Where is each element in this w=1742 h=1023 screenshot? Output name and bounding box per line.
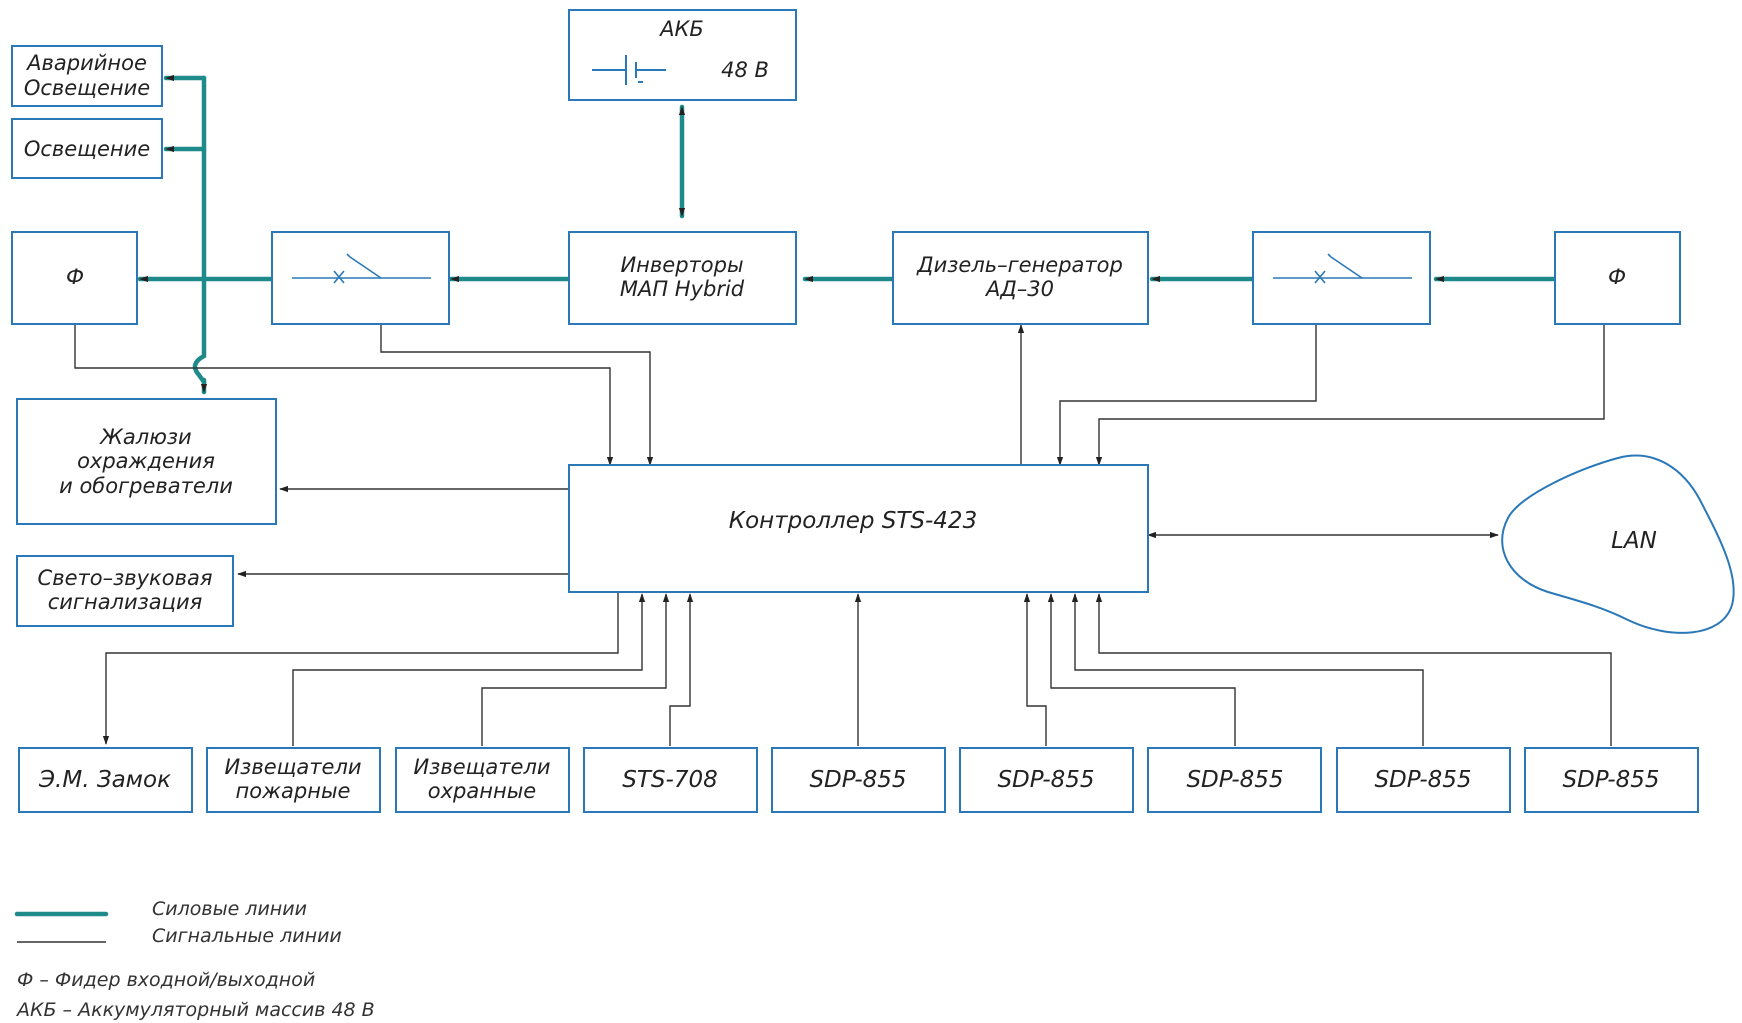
- bottom-device-sdp855-3: SDP-855: [1147, 747, 1322, 813]
- bottom-device-sts708: STS-708: [583, 747, 758, 813]
- sdp855-3-label: SDP-855: [1186, 767, 1283, 793]
- sdp855-1-label: SDP-855: [809, 767, 906, 793]
- battery-block: АКБ 48 В: [568, 9, 797, 101]
- bottom-device-sdp855-2: SDP-855: [959, 747, 1134, 813]
- signal-switch-left-to-controller: [380, 324, 654, 466]
- emergency-lighting-line1: Аварийное: [25, 51, 147, 75]
- signal-sts708: [669, 593, 694, 746]
- signal-controller-to-lock: [102, 593, 619, 745]
- signal-feeder-left-to-controller: [74, 324, 614, 466]
- feeder-right-label: Ф: [1608, 265, 1626, 289]
- diesel-generator-line1: Дизель–генератор: [916, 253, 1123, 277]
- signal-sdp855-2: [1023, 593, 1047, 746]
- signal-switch-right-to-controller: [1056, 324, 1317, 466]
- lighting-label: Освещение: [24, 137, 150, 161]
- signal-sdp855-4: [1071, 593, 1424, 746]
- switch-symbol-icon: [1273, 253, 1412, 284]
- switch-symbol-icon: [292, 253, 431, 284]
- inverters-line2: МАП Hybrid: [620, 277, 745, 301]
- inverters-line1: Инверторы: [620, 253, 743, 277]
- sts708-label: STS-708: [622, 767, 717, 793]
- sdp855-2-label: SDP-855: [997, 767, 1094, 793]
- security-detectors-line1: Извещатели: [413, 755, 550, 779]
- controller-block: Контроллер STS-423: [568, 464, 1149, 593]
- fire-detectors-line2: пожарные: [236, 779, 351, 803]
- bottom-device-lock: Э.М. Замок: [18, 747, 193, 813]
- louvers-heaters-block: Жалюзи охраждения и обогреватели: [16, 398, 277, 525]
- sdp855-5-label: SDP-855: [1562, 767, 1659, 793]
- diesel-generator-block: Дизель–генератор АД–30: [892, 231, 1149, 325]
- emergency-lighting-block: Аварийное Освещение: [11, 45, 163, 107]
- diesel-generator-line2: АД–30: [984, 277, 1054, 301]
- lighting-block: Освещение: [11, 118, 163, 179]
- signal-lines: [74, 324, 1612, 746]
- alarm-line1: Свето–звуковая: [38, 566, 213, 590]
- bottom-device-fire-detectors: Извещатели пожарные: [206, 747, 381, 813]
- battery-icon: [592, 55, 666, 85]
- signal-fire-detectors: [292, 593, 646, 746]
- power-bus-vertical: [192, 75, 207, 385]
- lan-cloud: LAN: [1501, 454, 1735, 634]
- signal-sdp855-5: [1095, 593, 1612, 746]
- legend-signal-label: Сигнальные линии: [152, 925, 342, 947]
- bottom-device-security-detectors: Извещатели охранные: [395, 747, 570, 813]
- signal-security-detectors: [481, 593, 670, 746]
- power-lines: [137, 74, 1558, 395]
- louvers-line3: и обогреватели: [59, 474, 233, 498]
- feeder-left-block: Ф: [11, 231, 138, 325]
- switch-left-block: [271, 231, 450, 325]
- battery-voltage: 48 В: [721, 58, 769, 82]
- security-detectors-line2: охранные: [428, 779, 536, 803]
- bottom-device-sdp855-5: SDP-855: [1524, 747, 1699, 813]
- louvers-line2: охраждения: [77, 449, 215, 473]
- feeder-right-block: Ф: [1554, 231, 1681, 325]
- light-sound-alarm-block: Свето–звуковая сигнализация: [16, 555, 234, 627]
- signal-sdp855-3: [1047, 593, 1236, 746]
- switch-right-block: [1252, 231, 1431, 325]
- legend: Силовые линии Сигнальные линии Ф – Фидер…: [14, 898, 375, 1021]
- legend-note-battery: АКБ – Аккумуляторный массив 48 В: [15, 999, 375, 1021]
- bottom-device-sdp855-4: SDP-855: [1336, 747, 1511, 813]
- lan-label: LAN: [1611, 528, 1657, 554]
- feeder-left-label: Ф: [66, 265, 84, 289]
- alarm-line2: сигнализация: [48, 590, 203, 614]
- legend-power-label: Силовые линии: [152, 898, 307, 920]
- controller-label: Контроллер STS-423: [729, 508, 977, 534]
- sdp855-4-label: SDP-855: [1374, 767, 1471, 793]
- emergency-lighting-line2: Освещение: [24, 76, 150, 100]
- lock-label: Э.М. Замок: [38, 767, 171, 793]
- battery-title: АКБ: [658, 17, 704, 41]
- legend-note-feeder: Ф – Фидер входной/выходной: [17, 969, 315, 991]
- inverters-block: Инверторы МАП Hybrid: [568, 231, 797, 325]
- bottom-device-sdp855-1: SDP-855: [771, 747, 946, 813]
- signal-feeder-right-to-controller: [1095, 324, 1605, 466]
- louvers-line1: Жалюзи: [98, 425, 191, 449]
- fire-detectors-line1: Извещатели: [224, 755, 361, 779]
